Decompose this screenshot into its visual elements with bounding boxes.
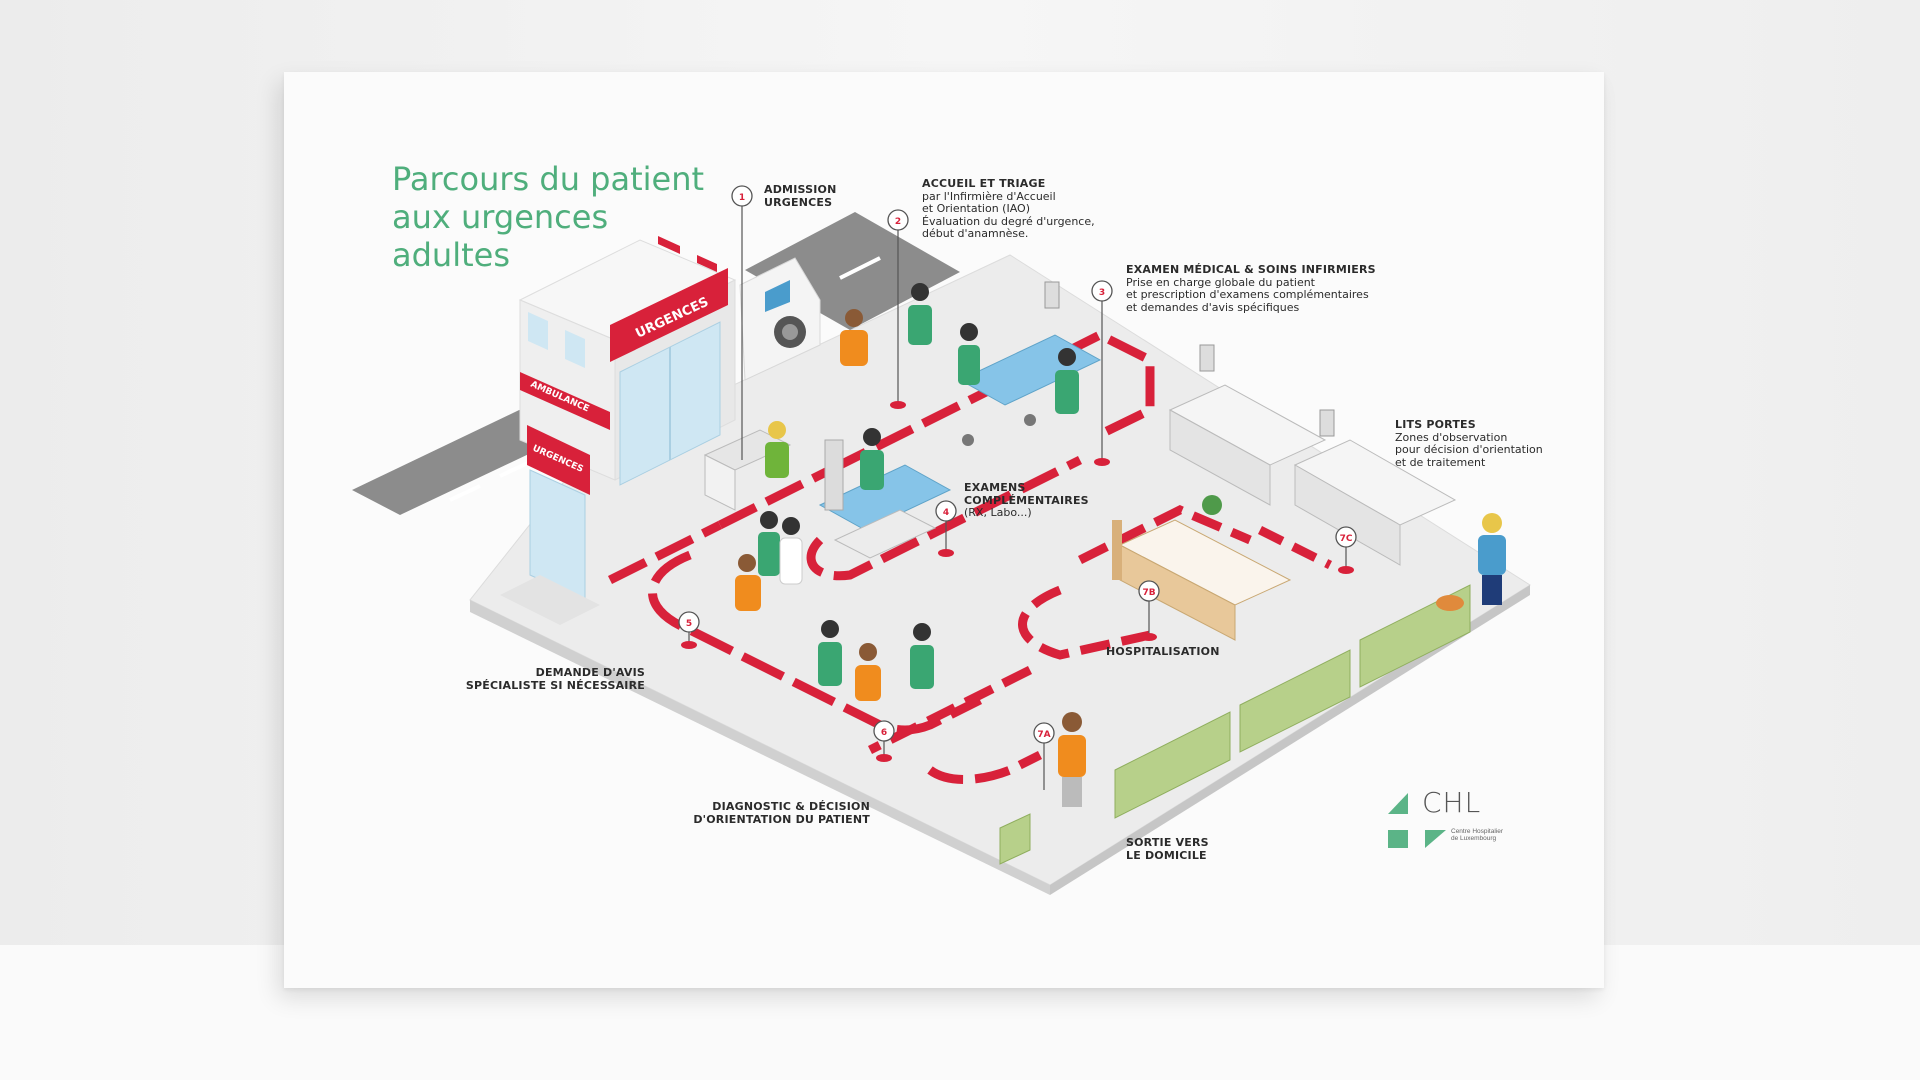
emergency-building (500, 236, 737, 625)
chl-logo-text: CHL (1422, 786, 1482, 819)
step-desc: Évaluation du degré d'urgence, (922, 214, 1095, 228)
patient-path (607, 329, 1333, 784)
hospital-floor-edge (470, 600, 1050, 895)
marker-number: 2 (895, 217, 901, 227)
title-line: Parcours du patient (392, 160, 705, 198)
step-title: ACCUEIL ET TRIAGE (922, 177, 1046, 190)
step-desc: Prise en charge globale du patient (1126, 275, 1315, 289)
step-title: LITS PORTES (1395, 418, 1476, 431)
logo-triangle-bottom (1425, 830, 1446, 848)
step-title: COMPLÉMENTAIRES (964, 493, 1089, 507)
marker-number: 7A (1037, 730, 1050, 740)
step-title: SPÉCIALISTE SI NÉCESSAIRE (465, 678, 645, 692)
title-line: aux urgences (392, 198, 609, 236)
step-title: SORTIE VERS (1126, 836, 1209, 849)
marker-7b: 7B (1138, 580, 1160, 602)
step-4-label: EXAMENS COMPLÉMENTAIRES (RX, Labo...) (964, 481, 1089, 520)
step-desc: par l'Infirmière d'Accueil (922, 189, 1056, 203)
step-desc: et Orientation (IAO) (922, 202, 1030, 215)
hospital-bed (1112, 495, 1292, 641)
patients (735, 309, 1506, 807)
step-title: ADMISSION (764, 183, 837, 196)
reception-desk (703, 429, 792, 511)
step-desc: pour décision d'orientation (1395, 443, 1543, 456)
marker-7c: 7C (1335, 526, 1357, 548)
step-desc: et de traitement (1395, 455, 1486, 469)
dog (1436, 595, 1464, 611)
step-title: DIAGNOSTIC & DÉCISION (712, 800, 870, 813)
staff-members (758, 283, 1079, 689)
logo-triangle-top (1388, 793, 1408, 814)
marker-number: 7C (1340, 534, 1353, 544)
ambulance (739, 257, 821, 381)
step-1-label: ADMISSION URGENCES (764, 183, 837, 209)
step-title: URGENCES (764, 195, 833, 209)
logo-subtitle-line: Centre Hospitalier (1451, 828, 1504, 835)
marker-1: 1 (731, 185, 753, 207)
marker-number: 5 (686, 619, 692, 629)
title-line: adultes (392, 236, 510, 274)
step-desc: (RX, Labo...) (964, 506, 1032, 519)
step-3-label: EXAMEN MÉDICAL & SOINS INFIRMIERS Prise … (1126, 263, 1376, 314)
chl-logo-subtitle: Centre Hospitalier de Luxembourg (1451, 828, 1503, 842)
step-5-label: DEMANDE D'AVIS SPÉCIALISTE SI NÉCESSAIRE (430, 666, 645, 692)
step-desc: Zones d'observation (1395, 430, 1508, 444)
step-title: LE DOMICILE (1126, 848, 1207, 862)
logo-subtitle-line: de Luxembourg (1451, 835, 1497, 842)
step-7b-label: HOSPITALISATION (1106, 645, 1220, 659)
marker-5: 5 (678, 611, 700, 633)
marker-7a: 7A (1033, 722, 1055, 744)
logo-square (1388, 830, 1408, 848)
marker-4: 4 (935, 500, 957, 522)
observation-beds (1168, 344, 1457, 566)
step-7c-label: LITS PORTES Zones d'observation pour déc… (1395, 418, 1543, 469)
marker-number: 1 (739, 193, 745, 203)
step-title: DEMANDE D'AVIS (535, 666, 645, 679)
step-title: D'ORIENTATION DU PATIENT (693, 812, 870, 826)
step-7a-label: SORTIE VERS LE DOMICILE (1126, 836, 1209, 862)
chl-logo-mark (1388, 793, 1446, 848)
step-title: HOSPITALISATION (1106, 645, 1220, 658)
marker-number: 3 (1099, 288, 1105, 298)
step-6-label: DIAGNOSTIC & DÉCISION D'ORIENTATION DU P… (650, 800, 870, 826)
marker-number: 6 (881, 728, 887, 738)
step-2-label: ACCUEIL ET TRIAGE par l'Infirmière d'Acc… (922, 177, 1095, 241)
poster-title: Parcours du patient aux urgences adultes (392, 160, 704, 274)
marker-number: 7B (1142, 588, 1155, 598)
step-title: EXAMEN MÉDICAL & SOINS INFIRMIERS (1126, 263, 1376, 276)
marker-6: 6 (873, 720, 895, 742)
marker-2: 2 (887, 209, 909, 231)
step-desc: et prescription d'examens complémentaire… (1126, 288, 1369, 301)
hedges (999, 584, 1471, 865)
step-title: EXAMENS (964, 481, 1026, 494)
step-desc: début d'anamnèse. (922, 227, 1029, 240)
marker-3: 3 (1091, 280, 1113, 302)
marker-number: 4 (943, 508, 949, 518)
step-desc: et demandes d'avis spécifiques (1126, 300, 1300, 314)
step-markers: 1 2 3 4 5 6 7A 7B 7C (678, 185, 1357, 790)
